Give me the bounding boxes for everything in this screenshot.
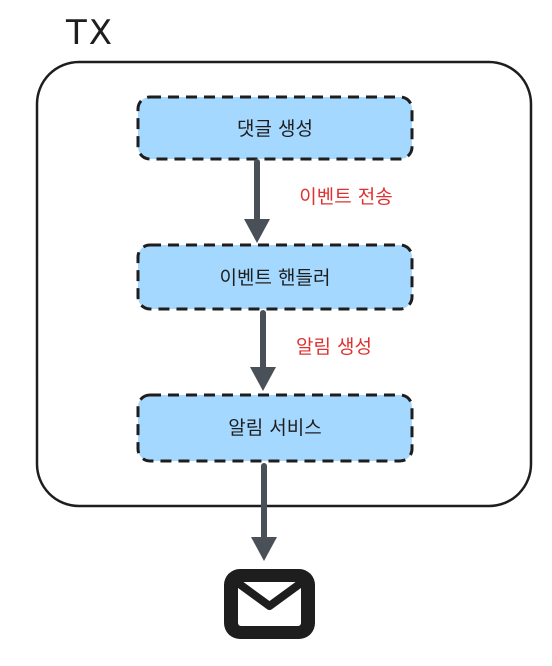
edge-comment-to-handler: 이벤트 전송 <box>244 159 393 243</box>
mail-icon <box>224 569 315 639</box>
arrow-head <box>244 219 270 243</box>
node-box <box>136 243 414 311</box>
arrow-head <box>250 367 276 391</box>
transaction-container <box>35 60 533 508</box>
edge-service-to-mail <box>251 463 277 561</box>
mail-icon-flap <box>235 579 304 610</box>
node-label: 알림 서비스 <box>228 417 321 439</box>
node-box <box>136 95 414 161</box>
edge-label: 알림 생성 <box>296 336 372 358</box>
node-comment-create[interactable]: 댓글 생성 <box>136 95 414 161</box>
arrow-head <box>251 537 277 561</box>
container-title: TX <box>65 13 114 53</box>
edge-handler-to-service: 알림 생성 <box>250 310 372 391</box>
node-event-handler[interactable]: 이벤트 핸들러 <box>136 243 414 311</box>
node-label: 이벤트 핸들러 <box>220 267 331 289</box>
edge-label: 이벤트 전송 <box>299 186 392 208</box>
node-notification-service[interactable]: 알림 서비스 <box>136 393 414 463</box>
node-label: 댓글 생성 <box>237 118 313 140</box>
node-box <box>136 393 414 463</box>
